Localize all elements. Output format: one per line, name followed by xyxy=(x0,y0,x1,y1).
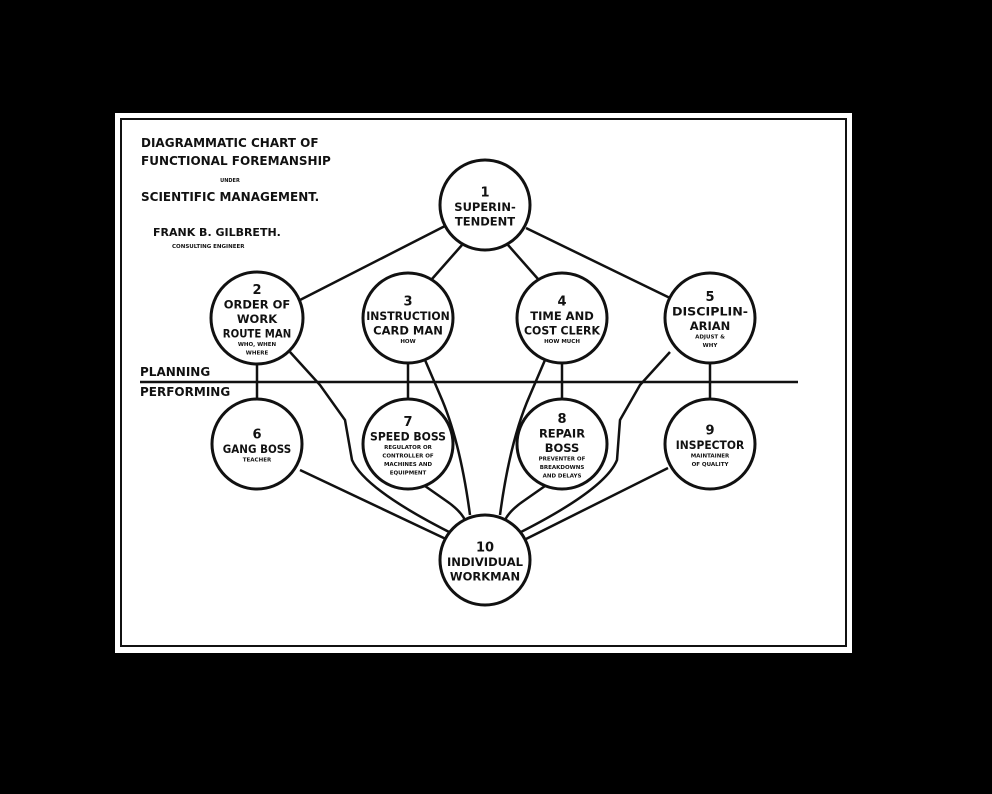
node-label: BOSS xyxy=(545,441,580,455)
node-description: AND DELAYS xyxy=(543,473,582,479)
node-label: DISCIPLIN- xyxy=(672,305,748,319)
node-circle xyxy=(209,270,305,366)
node-number: 8 xyxy=(557,412,566,427)
node-label: INSPECTOR xyxy=(676,438,745,452)
node-description: BREAKDOWNS xyxy=(540,465,585,471)
node-description: EQUIPMENT xyxy=(390,470,427,476)
node-circle xyxy=(515,271,609,365)
node-circle xyxy=(361,397,455,491)
node-label: SUPERIN- xyxy=(454,200,516,214)
performing-label: PERFORMING xyxy=(140,385,230,399)
node-number: 5 xyxy=(705,290,714,305)
node-label: TENDENT xyxy=(455,215,515,229)
node-circle xyxy=(663,271,757,365)
node-label: WORK xyxy=(237,312,278,326)
node-description: REGULATOR OR xyxy=(384,445,433,451)
node-label: ORDER OF xyxy=(224,297,291,311)
node-circle xyxy=(515,397,609,491)
title-line-1: DIAGRAMMATIC CHART OF xyxy=(141,136,319,150)
node-number: 1 xyxy=(480,186,489,201)
node-label: ARIAN xyxy=(690,319,731,333)
node-label: WORKMAN xyxy=(450,570,520,584)
node-label: REPAIR xyxy=(539,426,585,440)
node-description: MACHINES AND xyxy=(384,462,433,468)
author-role: CONSULTING ENGINEER xyxy=(172,244,245,250)
node-circle xyxy=(438,158,532,252)
node-description: WHO, WHEN xyxy=(238,342,277,348)
node-label: COST CLERK xyxy=(524,323,601,337)
title-block: DIAGRAMMATIC CHART OF FUNCTIONAL FOREMAN… xyxy=(141,136,331,250)
author-name: FRANK B. GILBRETH. xyxy=(153,226,281,239)
paper-border xyxy=(120,118,847,647)
node-description: WHY xyxy=(703,343,719,349)
title-line-3: SCIENTIFIC MANAGEMENT. xyxy=(141,190,319,204)
node-number: 4 xyxy=(557,294,566,309)
node-number: 10 xyxy=(476,541,494,556)
title-line-2: FUNCTIONAL FOREMANSHIP xyxy=(141,154,331,168)
node-circle xyxy=(210,397,304,491)
node-description: ADJUST & xyxy=(695,335,725,341)
node-label: SPEED BOSS xyxy=(370,429,446,443)
node-description: OF QUALITY xyxy=(692,462,730,468)
node-circle xyxy=(663,397,757,491)
node-description: TEACHER xyxy=(243,458,272,464)
node-circle xyxy=(438,513,532,607)
node-label: GANG BOSS xyxy=(223,442,291,456)
node-label: INDIVIDUAL xyxy=(447,555,524,569)
node-label: TIME AND xyxy=(530,309,594,323)
node-label: ROUTE MAN xyxy=(223,326,291,340)
node-number: 3 xyxy=(403,294,412,309)
node-description: HOW MUCH xyxy=(544,339,580,345)
node-description: HOW xyxy=(400,339,415,345)
node-number: 2 xyxy=(252,283,261,298)
planning-label: PLANNING xyxy=(140,365,210,379)
title-under: UNDER xyxy=(220,178,240,184)
node-circle xyxy=(361,271,455,365)
node-number: 7 xyxy=(403,415,412,430)
node-number: 6 xyxy=(252,428,261,443)
node-description: CONTROLLER OF xyxy=(382,453,434,459)
node-number: 9 xyxy=(705,423,714,438)
node-label: INSTRUCTION xyxy=(366,309,450,323)
connector-lines xyxy=(140,224,798,542)
node-description: MAINTAINER xyxy=(691,453,730,459)
node-description: WHERE xyxy=(246,350,269,356)
node-description: PREVENTER OF xyxy=(539,456,586,462)
node-label: CARD MAN xyxy=(373,323,443,337)
